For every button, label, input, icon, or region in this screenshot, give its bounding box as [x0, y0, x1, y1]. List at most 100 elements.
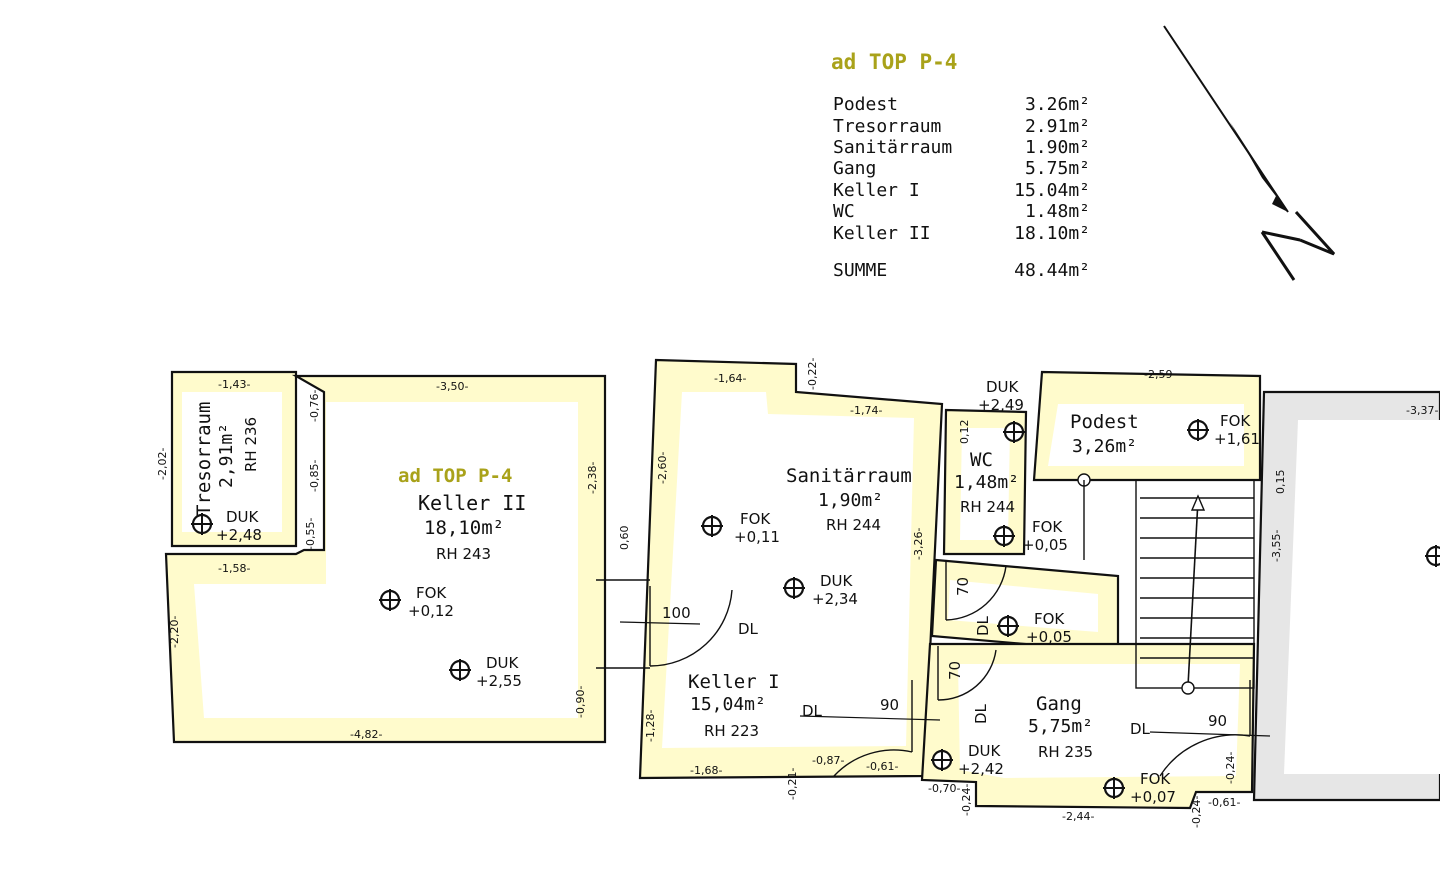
room-rh: RH 236: [242, 417, 260, 472]
dimension-label: -0,21-: [786, 768, 799, 800]
room-name: WC: [970, 449, 993, 471]
summary-total-label: SUMME: [833, 260, 887, 281]
dimension-label: -0,22-: [806, 358, 819, 390]
dimension-label: -4,82-: [350, 728, 382, 741]
summary-row-area: 3.26m²: [1025, 94, 1090, 115]
dimension-label: -0,61-: [866, 760, 898, 773]
summary-row-area: 1.90m²: [1025, 137, 1090, 158]
dimension-label: -2,60-: [656, 452, 669, 484]
door-swings: [619, 560, 1271, 777]
room-name: Keller II: [418, 491, 526, 515]
marker-value: +2,42: [958, 760, 1004, 778]
room-name: Gang: [1036, 693, 1082, 715]
summary-row-area: 5.75m²: [1025, 158, 1090, 179]
marker-label: FOK: [1220, 412, 1251, 430]
room-rh: RH 243: [436, 545, 491, 563]
dimension-label: -0,24-: [1224, 752, 1237, 784]
level-marker-icon: [1425, 545, 1440, 567]
dimension-label: -0,90-: [574, 686, 587, 718]
level-marker-icon: [993, 525, 1015, 547]
dimension-label: -2,38-: [586, 462, 599, 494]
dimension-label: -0,87-: [812, 754, 844, 767]
north-arrow-icon: [1163, 25, 1336, 281]
level-markers: [191, 419, 1440, 799]
level-labels: DUK +2,48 FOK +0,12 DUK +2,55 FOK +0,11 …: [216, 378, 1260, 806]
summary-row-name: Podest: [833, 94, 898, 115]
room-rh: RH 235: [1038, 743, 1093, 761]
summary-row-name: Keller II: [833, 223, 931, 244]
dimension-label: -1,28-: [644, 710, 657, 742]
dimension-label: -3,55-: [1270, 530, 1283, 562]
dimension-label: -2,44-: [1062, 810, 1094, 823]
dimension-label: -0,70-: [928, 782, 960, 795]
dimension-label: -1,68-: [690, 764, 722, 777]
summary-row-area: 18.10m²: [1014, 223, 1090, 244]
dimension-label: -2,59-: [1144, 368, 1176, 381]
marker-label: DUK: [820, 572, 854, 590]
dimension-label: -2,20-: [168, 616, 181, 648]
room-area: 2,91m²: [216, 423, 237, 488]
dimension-label: 0,60: [618, 526, 631, 551]
room-area: 18,10m²: [424, 517, 504, 539]
marker-value: +0,05: [1026, 628, 1072, 646]
dimension-label: -0,61-: [1208, 796, 1240, 809]
door-labels: 100 90 90 DL DL DL 70 70 DL DL: [662, 577, 1227, 738]
dimension-label: -0,24-: [960, 784, 973, 816]
summary-row-name: Gang: [833, 158, 876, 179]
dimension-label: -2,02-: [156, 448, 169, 480]
level-marker-icon: [1187, 419, 1209, 441]
level-marker-icon: [449, 659, 471, 681]
room-labels: ad TOP P-4 Tresorraum 2,91m² RH 236 Kell…: [193, 402, 1139, 761]
summary-row-name: Tresorraum: [833, 116, 941, 137]
room-name: Podest: [1070, 411, 1139, 433]
room-area: 3,26m²: [1072, 436, 1137, 457]
marker-label: FOK: [740, 510, 771, 528]
marker-value: +2,55: [476, 672, 522, 690]
summary-total-value: 48.44m²: [1014, 260, 1090, 281]
marker-value: +0,05: [1022, 536, 1068, 554]
marker-value: +2,49: [978, 396, 1024, 414]
marker-value: +2,48: [216, 526, 262, 544]
dimension-label: -1,58-: [218, 562, 250, 575]
marker-value: +2,34: [812, 590, 858, 608]
marker-label: DUK: [226, 508, 260, 526]
room-area: 1,48m²: [954, 472, 1019, 493]
room-rh: RH 244: [826, 516, 881, 534]
marker-label: DUK: [486, 654, 520, 672]
marker-value: +1,61: [1214, 430, 1260, 448]
dimension-label: -0,76-: [308, 390, 321, 422]
door-label: DL: [1130, 720, 1151, 738]
door-width: 70: [946, 661, 964, 680]
marker-value: +0,07: [1130, 788, 1176, 806]
level-marker-icon: [1103, 777, 1125, 799]
dimension-label: -0,55-: [304, 518, 317, 550]
dimension-label: -3,37-: [1406, 404, 1438, 417]
dimension-label: -3,26-: [912, 528, 925, 560]
dimension-label: -1,64-: [714, 372, 746, 385]
dimensions: -1,43- -3,50- -1,58- -4,82- -1,64- -1,74…: [156, 358, 1438, 828]
room-rh: RH 223: [704, 722, 759, 740]
plan-title: ad TOP P-4: [398, 465, 512, 487]
level-marker-icon: [379, 589, 401, 611]
door-label: DL: [972, 703, 990, 724]
marker-label: FOK: [1032, 518, 1063, 536]
dimension-label: -0,85-: [308, 460, 321, 492]
summary-row-area: 1.48m²: [1025, 201, 1090, 222]
marker-label: DUK: [986, 378, 1020, 396]
room-area: 1,90m²: [818, 490, 883, 511]
door-width: 90: [880, 696, 899, 714]
level-marker-icon: [191, 513, 213, 535]
summary-row-name: Keller I: [833, 180, 920, 201]
dimension-label: -1,43-: [218, 378, 250, 391]
level-marker-icon: [783, 577, 805, 599]
marker-value: +0,12: [408, 602, 454, 620]
summary-row-area: 15.04m²: [1014, 180, 1090, 201]
door-width: 100: [662, 604, 691, 622]
walls: [164, 358, 1440, 810]
summary-row-area: 2.91m²: [1025, 116, 1090, 137]
door-label: DL: [974, 615, 992, 636]
stairs: [1077, 473, 1255, 695]
room-area: 15,04m²: [690, 694, 766, 715]
dimension-label: 0,12: [958, 420, 971, 445]
